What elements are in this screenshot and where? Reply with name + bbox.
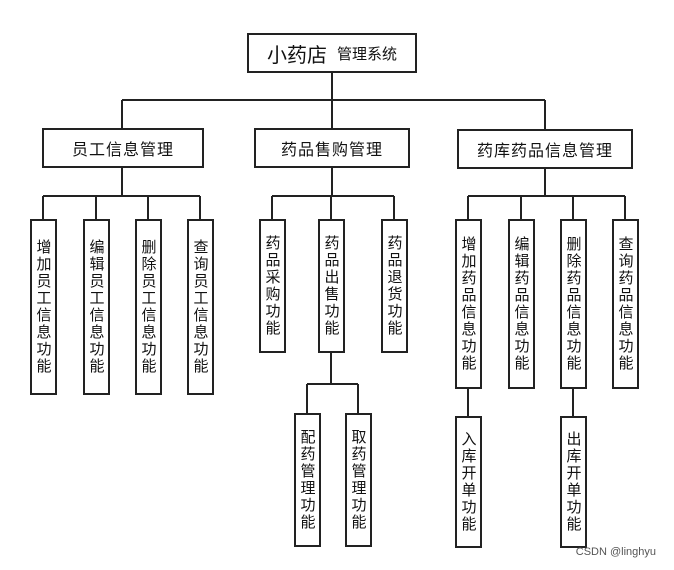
node-drug-sale: 药品出售功能: [318, 219, 345, 353]
node-drug-return: 药品退货功能: [381, 219, 408, 353]
node-edit-drug-info: 编辑药品信息功能: [508, 219, 535, 389]
root-node: 小药店 管理系统: [247, 33, 417, 73]
node-warehouse-in-order: 入库开单功能: [455, 416, 482, 548]
node-edit-staff-info: 编辑员工信息功能: [83, 219, 110, 395]
node-delete-drug-info: 删除药品信息功能: [560, 219, 587, 389]
node-warehouse-out-order: 出库开单功能: [560, 416, 587, 548]
node-dispense-management: 配药管理功能: [294, 413, 321, 547]
node-add-drug-info: 增加药品信息功能: [455, 219, 482, 389]
node-delete-staff-info: 删除员工信息功能: [135, 219, 162, 395]
root-title-main: 小药店: [266, 42, 327, 67]
node-drug-sales-purchase-management: 药品售购管理: [254, 128, 410, 168]
root-title-sub: 管理系统: [336, 44, 397, 63]
node-add-staff-info: 增加员工信息功能: [30, 219, 57, 395]
node-drug-purchase: 药品采购功能: [259, 219, 286, 353]
node-warehouse-drug-info-management: 药库药品信息管理: [457, 129, 633, 169]
node-query-staff-info: 查询员工信息功能: [187, 219, 214, 395]
node-pickup-management: 取药管理功能: [345, 413, 372, 547]
watermark: CSDN @linghyu: [575, 546, 656, 558]
node-query-drug-info: 查询药品信息功能: [612, 219, 639, 389]
node-staff-info-management: 员工信息管理: [42, 128, 204, 168]
